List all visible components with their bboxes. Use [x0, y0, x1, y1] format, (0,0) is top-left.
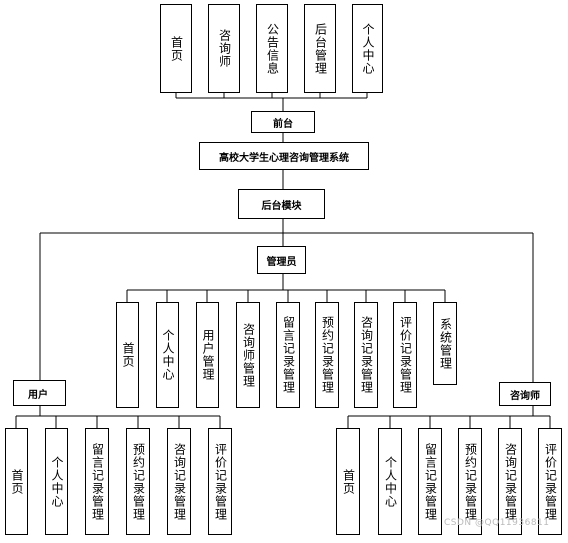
- user-node: 用户: [13, 380, 66, 406]
- backend-node: 后台模块: [238, 189, 325, 219]
- counselor-profile-node: 个人中心: [378, 428, 402, 535]
- user-review-node: 评价记录管理: [208, 428, 232, 535]
- front-counselor-node: 咨询师: [208, 4, 240, 93]
- front-admin-node: 后台管理: [304, 4, 336, 93]
- user-profile-node: 个人中心: [45, 428, 68, 535]
- counselor-node: 咨询师: [499, 382, 551, 406]
- front-home-node: 首页: [160, 4, 192, 93]
- user-home-node: 首页: [5, 428, 28, 535]
- user-booking-node: 预约记录管理: [126, 428, 150, 535]
- counselor-message-node: 留言记录管理: [418, 428, 442, 535]
- admin-user-mgmt-node: 用户管理: [196, 302, 219, 408]
- watermark: CSDN @QQ11936811: [444, 518, 550, 528]
- user-consult-node: 咨询记录管理: [167, 428, 191, 535]
- admin-booking-mgmt-node: 预约记录管理: [315, 302, 339, 408]
- admin-message-mgmt-node: 留言记录管理: [276, 302, 300, 408]
- user-message-node: 留言记录管理: [85, 428, 109, 535]
- system-node: 高校大学生心理咨询管理系统: [199, 142, 369, 170]
- counselor-consult-node: 咨询记录管理: [498, 428, 522, 535]
- admin-consult-mgmt-node: 咨询记录管理: [354, 302, 378, 408]
- front-announcement-node: 公告信息: [256, 4, 288, 93]
- counselor-booking-node: 预约记录管理: [458, 428, 482, 535]
- front-node: 前台: [251, 111, 315, 133]
- admin-profile-node: 个人中心: [156, 302, 179, 408]
- admin-node: 管理员: [257, 246, 306, 274]
- admin-home-node: 首页: [116, 302, 139, 408]
- admin-review-mgmt-node: 评价记录管理: [393, 302, 417, 408]
- admin-system-mgmt-node: 系统管理: [433, 302, 457, 385]
- counselor-review-node: 评价记录管理: [538, 428, 562, 535]
- admin-counselor-mgmt-node: 咨询师管理: [236, 302, 260, 408]
- front-profile-node: 个人中心: [352, 4, 383, 93]
- counselor-home-node: 首页: [336, 428, 360, 535]
